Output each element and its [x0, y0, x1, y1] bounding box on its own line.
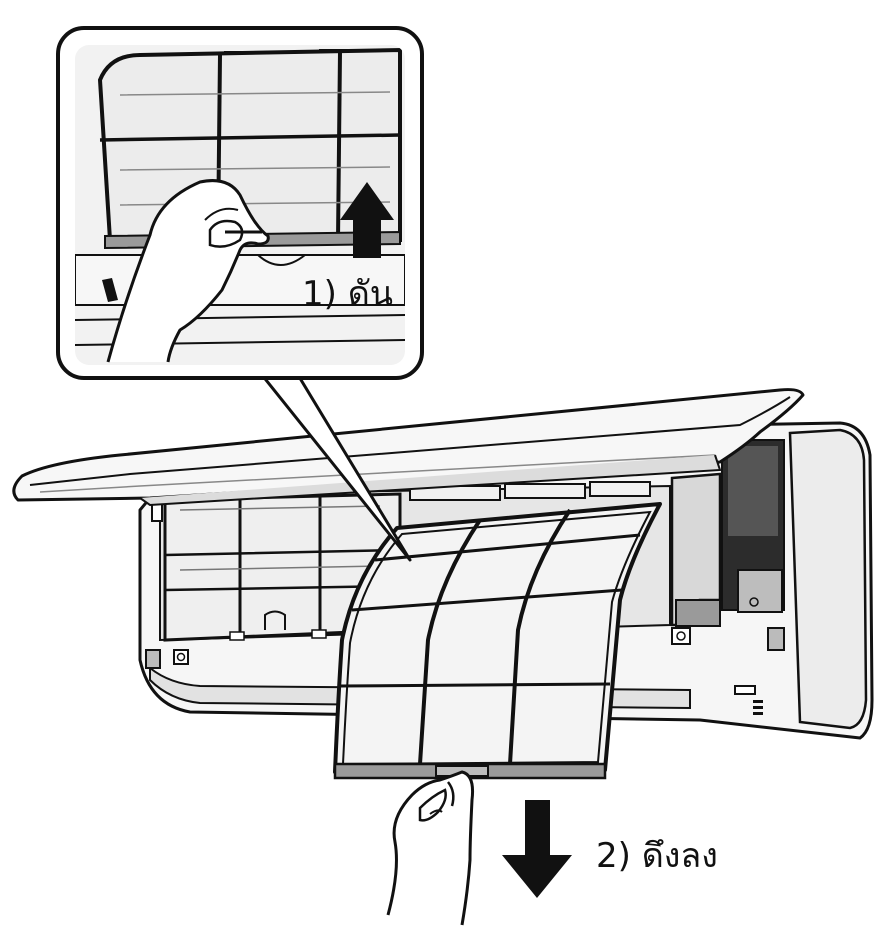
- indicator-window: [734, 685, 756, 695]
- left-clip: [145, 649, 161, 669]
- front-panel-open: [12, 388, 805, 507]
- air-filter: [333, 502, 662, 780]
- compartment-screw: [749, 597, 759, 607]
- compartment-box: [737, 569, 783, 613]
- right-latch: [675, 599, 721, 627]
- left-screw: [176, 652, 186, 662]
- hand-icon: [386, 770, 474, 926]
- top-vent-slats: [409, 481, 651, 501]
- right-screw: [676, 631, 686, 641]
- right-screw-mount: [671, 627, 691, 645]
- left-filter: [163, 492, 402, 642]
- step-2-label: 2) ดึงลง: [596, 836, 718, 876]
- left-screw-mount: [173, 649, 189, 665]
- step-1-label: 1) ดัน: [302, 274, 394, 314]
- right-side-panel: [788, 428, 868, 730]
- arrow-up-icon: [340, 182, 394, 258]
- indicator-dots: [753, 700, 763, 715]
- hand-icon: [106, 179, 270, 363]
- side-clip: [767, 627, 785, 651]
- compartment-light: [728, 446, 778, 536]
- arrow-down-icon: [502, 800, 572, 898]
- detail-inset: [56, 26, 424, 380]
